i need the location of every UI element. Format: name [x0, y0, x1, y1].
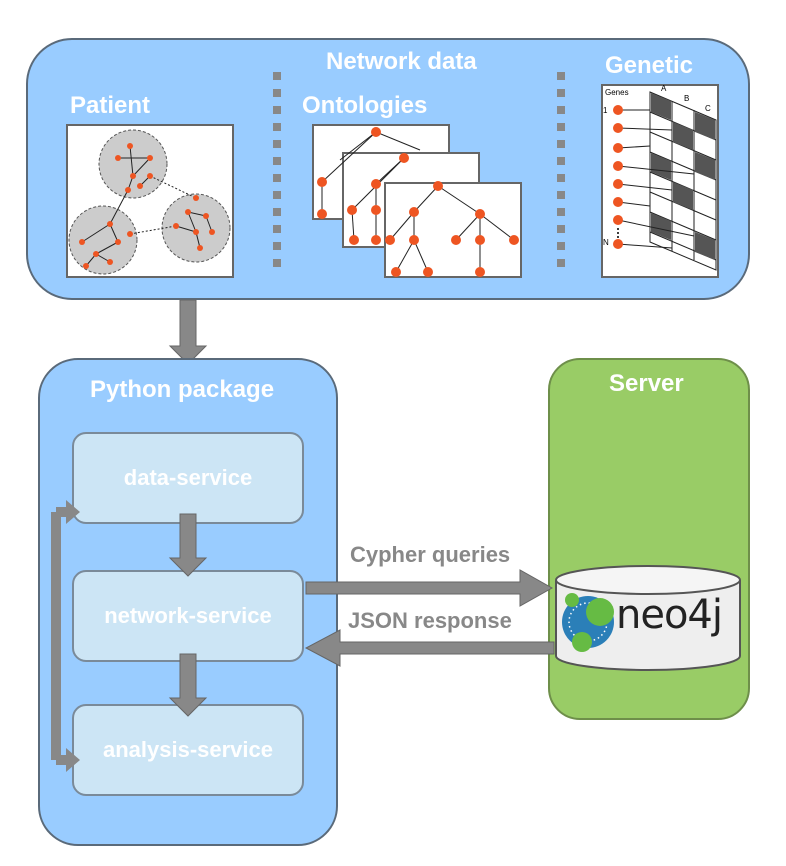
data-service-box: data-service [72, 432, 304, 524]
ontologies-label: Ontologies [302, 92, 428, 119]
analysis-service-label: analysis-service [102, 737, 274, 762]
python-package-title: Python package [90, 376, 275, 403]
server-title: Server [609, 370, 684, 397]
network-data-title: Network data [326, 48, 477, 75]
genes-header: Genes [605, 88, 629, 97]
analysis-service-box: analysis-service [72, 704, 304, 796]
ontology-card-3 [384, 182, 522, 278]
genetic-label: Genetic [605, 52, 694, 79]
row-last-label: N [603, 238, 609, 247]
data-service-label: data-service [123, 465, 253, 490]
patient-label: Patient [70, 92, 151, 119]
neo4j-logo-text: neo4j [616, 592, 723, 638]
col-b-label: B [684, 94, 690, 103]
col-c-label: C [705, 104, 711, 113]
row-first-label: 1 [603, 106, 608, 115]
json-response-label: JSON response [348, 608, 512, 633]
cypher-queries-label: Cypher queries [350, 542, 511, 567]
col-a-label: A [661, 84, 667, 93]
network-service-label: network-service [104, 603, 272, 628]
